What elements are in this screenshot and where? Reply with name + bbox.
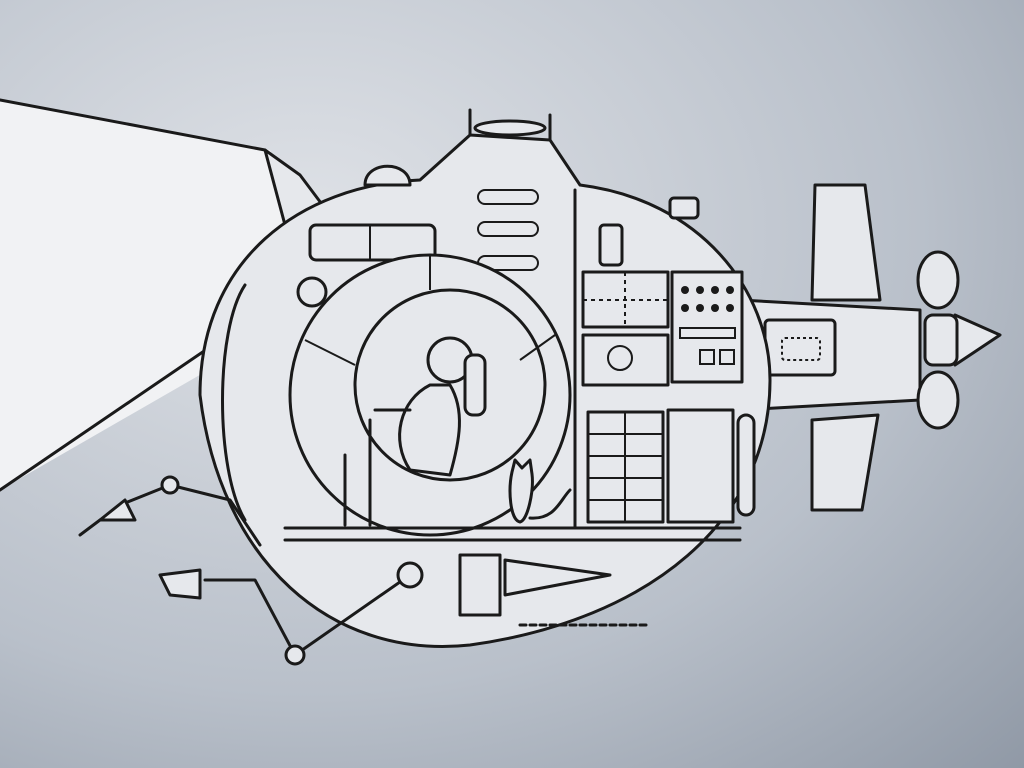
hatch-spokes (304, 255, 556, 366)
upper-tail-fin (810, 183, 882, 302)
drawer-cabinet (586, 410, 665, 524)
pilot (373, 336, 487, 477)
upper-robotic-arm (78, 475, 262, 547)
dome-vent (363, 164, 412, 187)
beam-edge-bottom (0, 328, 237, 492)
chain-track (736, 413, 756, 517)
blade-engine (503, 558, 612, 597)
deck-floor (283, 526, 742, 542)
lower-tail-fin (810, 413, 880, 512)
tower-posts (468, 108, 552, 142)
engine-block (458, 553, 502, 617)
lower-robotic-arm (158, 561, 424, 666)
top-window (308, 223, 437, 262)
light-beam (0, 100, 330, 490)
exhaust-vent (668, 196, 700, 220)
nose-window (221, 283, 247, 522)
control-panel (581, 223, 744, 387)
cabin-door (666, 408, 735, 524)
periscope-cap (473, 119, 547, 137)
cat (508, 458, 572, 524)
porthole-speaker (296, 276, 328, 308)
beam-edge-top (0, 98, 267, 152)
propeller-blade-top (916, 250, 960, 310)
tail-hatch (763, 318, 837, 377)
control-stick (343, 418, 372, 527)
propeller-blade-bottom (916, 370, 960, 430)
propeller-hub (923, 313, 959, 367)
tail-panel (781, 337, 821, 361)
